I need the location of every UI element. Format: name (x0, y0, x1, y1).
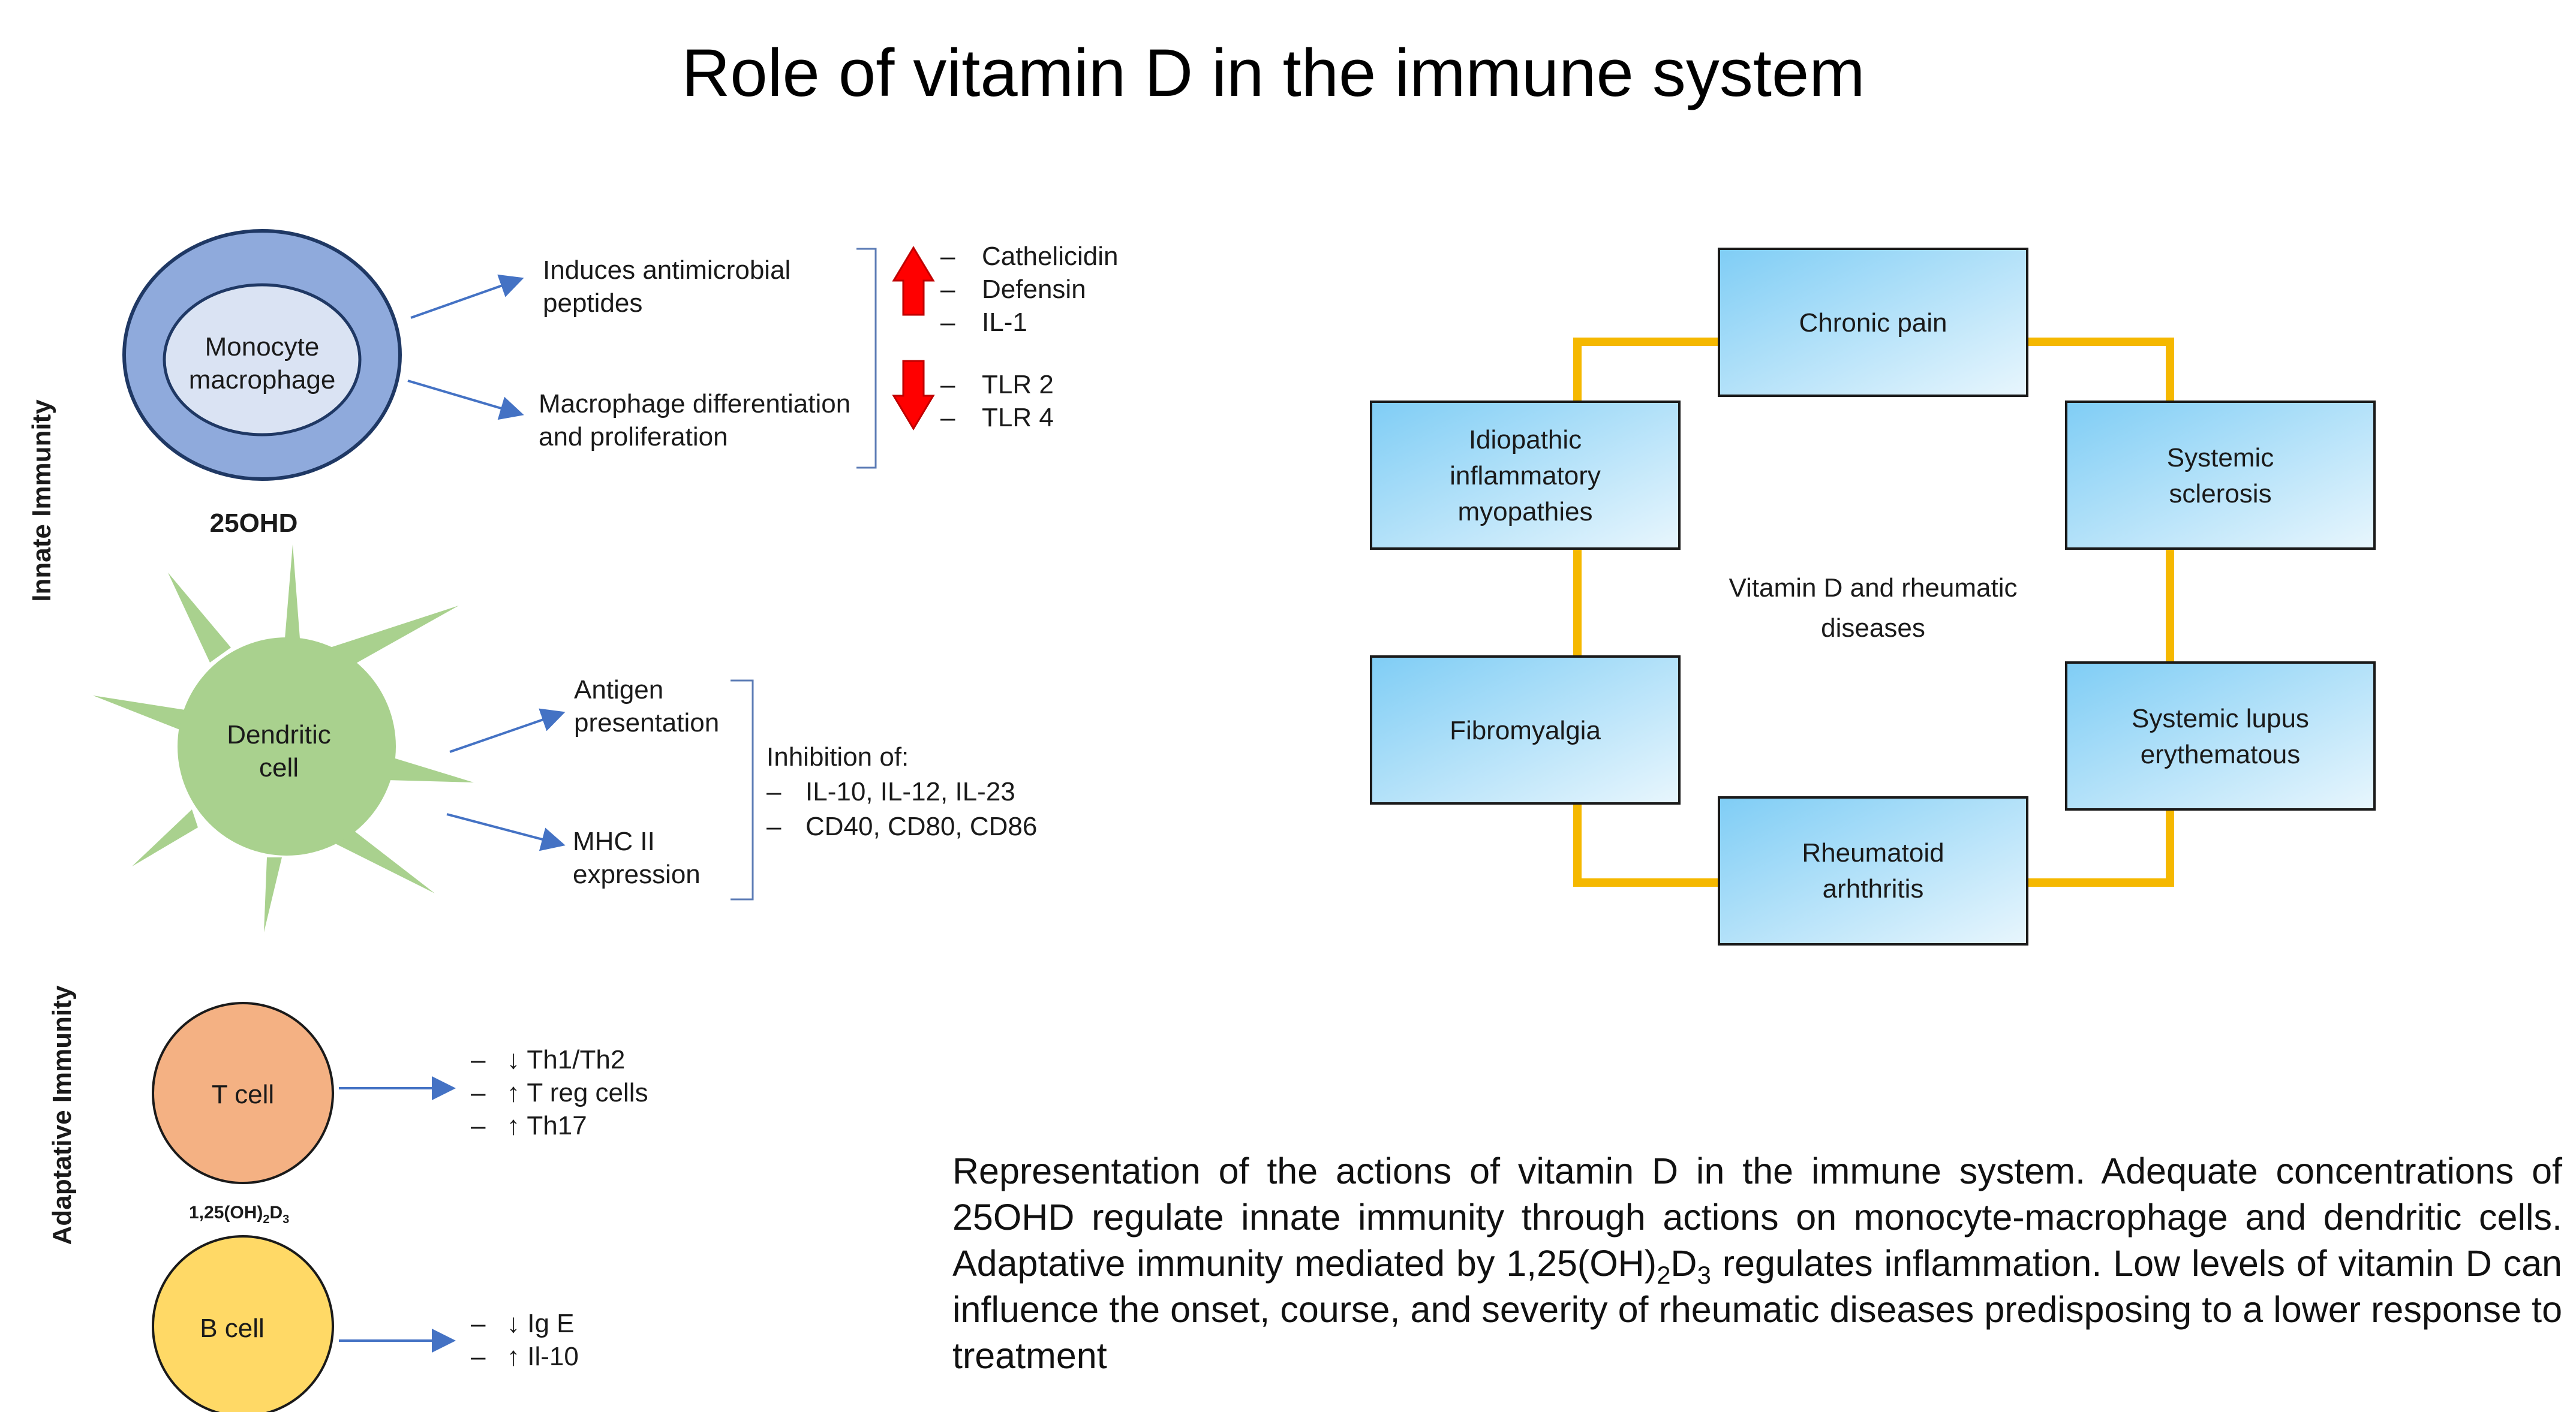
b-cell-label: B cell (200, 1314, 264, 1343)
adaptive-immunity-label: Adaptative Immunity (47, 985, 77, 1245)
svg-text:–: – (471, 1078, 486, 1107)
b-cell-effects: – ↓ Ig E – ↑ Il-10 (471, 1309, 579, 1371)
inhibition-item: IL-10, IL-12, IL-23 (805, 777, 1015, 806)
disease-label: Fibromyalgia (1450, 716, 1601, 745)
action-differentiation-line1: Macrophage differentiation (539, 389, 850, 419)
svg-text:–: – (940, 242, 955, 271)
increased-item: Defensin (982, 275, 1086, 304)
disease-box-systemic-sclerosis: Systemic sclerosis (2065, 401, 2376, 550)
decrease-arrow-icon (892, 360, 935, 430)
svg-text:–: – (471, 1309, 486, 1338)
dendritic-label-line1: Dendritic (227, 720, 331, 749)
disease-label: erythematous (2141, 740, 2301, 769)
svg-text:–: – (940, 308, 955, 337)
t-cell-effects: – ↓ Th1/Th2 – ↑ T reg cells – ↑ Th17 (471, 1045, 648, 1140)
monocyte-bracket (856, 248, 877, 469)
disease-label: myopathies (1457, 497, 1592, 526)
monocyte-label-line2: macrophage (189, 365, 336, 395)
svg-text:–: – (940, 275, 955, 304)
svg-text:–: – (471, 1342, 486, 1371)
figure-caption: Representation of the actions of vitamin… (952, 1151, 2562, 1376)
action-antimicrobial-line1: Induces antimicrobial (543, 255, 790, 285)
t-effect-item: ↑ Th17 (507, 1111, 587, 1140)
increase-arrow-icon (892, 246, 935, 316)
monocyte-label-line1: Monocyte (205, 332, 320, 362)
arrow-to-antigen (449, 708, 566, 753)
increased-item: Cathelicidin (982, 242, 1118, 271)
disease-box-rheumatoid: Rheumatoid arhthritis (1718, 796, 2028, 946)
t-cell: T cell (152, 1002, 334, 1184)
svg-text:–: – (471, 1045, 486, 1074)
disease-box-lupus: Systemic lupus erythematous (2065, 661, 2376, 811)
disease-connectors (1573, 338, 2174, 887)
monocyte-nucleus (163, 283, 362, 436)
action-antigen-line2: presentation (574, 708, 719, 737)
disease-box-chronic-pain: Chronic pain (1718, 248, 2028, 397)
t-effect-item: ↑ T reg cells (507, 1078, 648, 1107)
disease-label: Systemic (2167, 443, 2274, 472)
innate-immunity-label: Innate Immunity (27, 399, 56, 602)
b-effect-item: ↓ Ig E (507, 1309, 575, 1338)
t-effect-item: ↓ Th1/Th2 (507, 1045, 625, 1074)
disease-label: sclerosis (2169, 479, 2271, 508)
disease-label: Systemic lupus (2132, 704, 2309, 733)
page-title: Role of vitamin D in the immune system (681, 35, 1865, 110)
action-antigen-line1: Antigen (574, 675, 663, 705)
increased-item: IL-1 (982, 308, 1027, 337)
disease-label: inflammatory (1450, 461, 1601, 490)
disease-label: arhthritis (1823, 874, 1924, 904)
monocyte-macrophage-cell: Monocyte macrophage (122, 229, 402, 481)
decreased-item: TLR 2 (982, 370, 1054, 399)
svg-text:–: – (940, 403, 955, 432)
arrow-to-antimicrobial (410, 274, 524, 319)
inhibition-list: Inhibition of: – IL-10, IL-12, IL-23 – C… (767, 742, 1037, 841)
increased-list: – Cathelicidin – Defensin – IL-1 (940, 242, 1118, 337)
svg-text:–: – (767, 777, 781, 806)
svg-text:–: – (471, 1111, 486, 1140)
rheumatic-center-line1: Vitamin D and rheumatic (1729, 573, 2018, 603)
rheumatic-center-line2: diseases (1821, 613, 1925, 643)
disease-label: Idiopathic (1469, 425, 1582, 454)
dendritic-label-line2: cell (259, 753, 299, 782)
b-cell: B cell (152, 1235, 334, 1412)
disease-label: Chronic pain (1799, 308, 1947, 338)
decreased-list: – TLR 2 – TLR 4 (940, 370, 1054, 432)
metabolite-25ohd-label: 25OHD (210, 508, 298, 538)
t-cell-label: T cell (212, 1080, 274, 1109)
arrow-to-differentiation (407, 380, 524, 420)
action-mhc-line2: expression (573, 860, 701, 889)
dendritic-cell: Dendritic cell (93, 544, 474, 932)
disease-box-fibromyalgia: Fibromyalgia (1370, 655, 1681, 805)
action-mhc-line1: MHC II (573, 827, 655, 856)
inhibition-title: Inhibition of: (767, 742, 909, 772)
action-antimicrobial-line2: peptides (543, 288, 642, 318)
calcitriol-label: 1,25(OH)2D3 (189, 1203, 289, 1226)
b-effect-item: ↑ Il-10 (507, 1342, 579, 1371)
action-differentiation-line2: and proliferation (539, 422, 728, 451)
disease-box-myopathies: Idiopathic inflammatory myopathies (1370, 401, 1681, 550)
svg-text:–: – (767, 812, 781, 841)
arrow-to-mhc (446, 813, 566, 851)
svg-text:–: – (940, 370, 955, 399)
inhibition-item: CD40, CD80, CD86 (805, 812, 1037, 841)
dendritic-bracket (731, 679, 754, 901)
decreased-item: TLR 4 (982, 403, 1054, 432)
disease-label: Rheumatoid (1802, 838, 1944, 868)
